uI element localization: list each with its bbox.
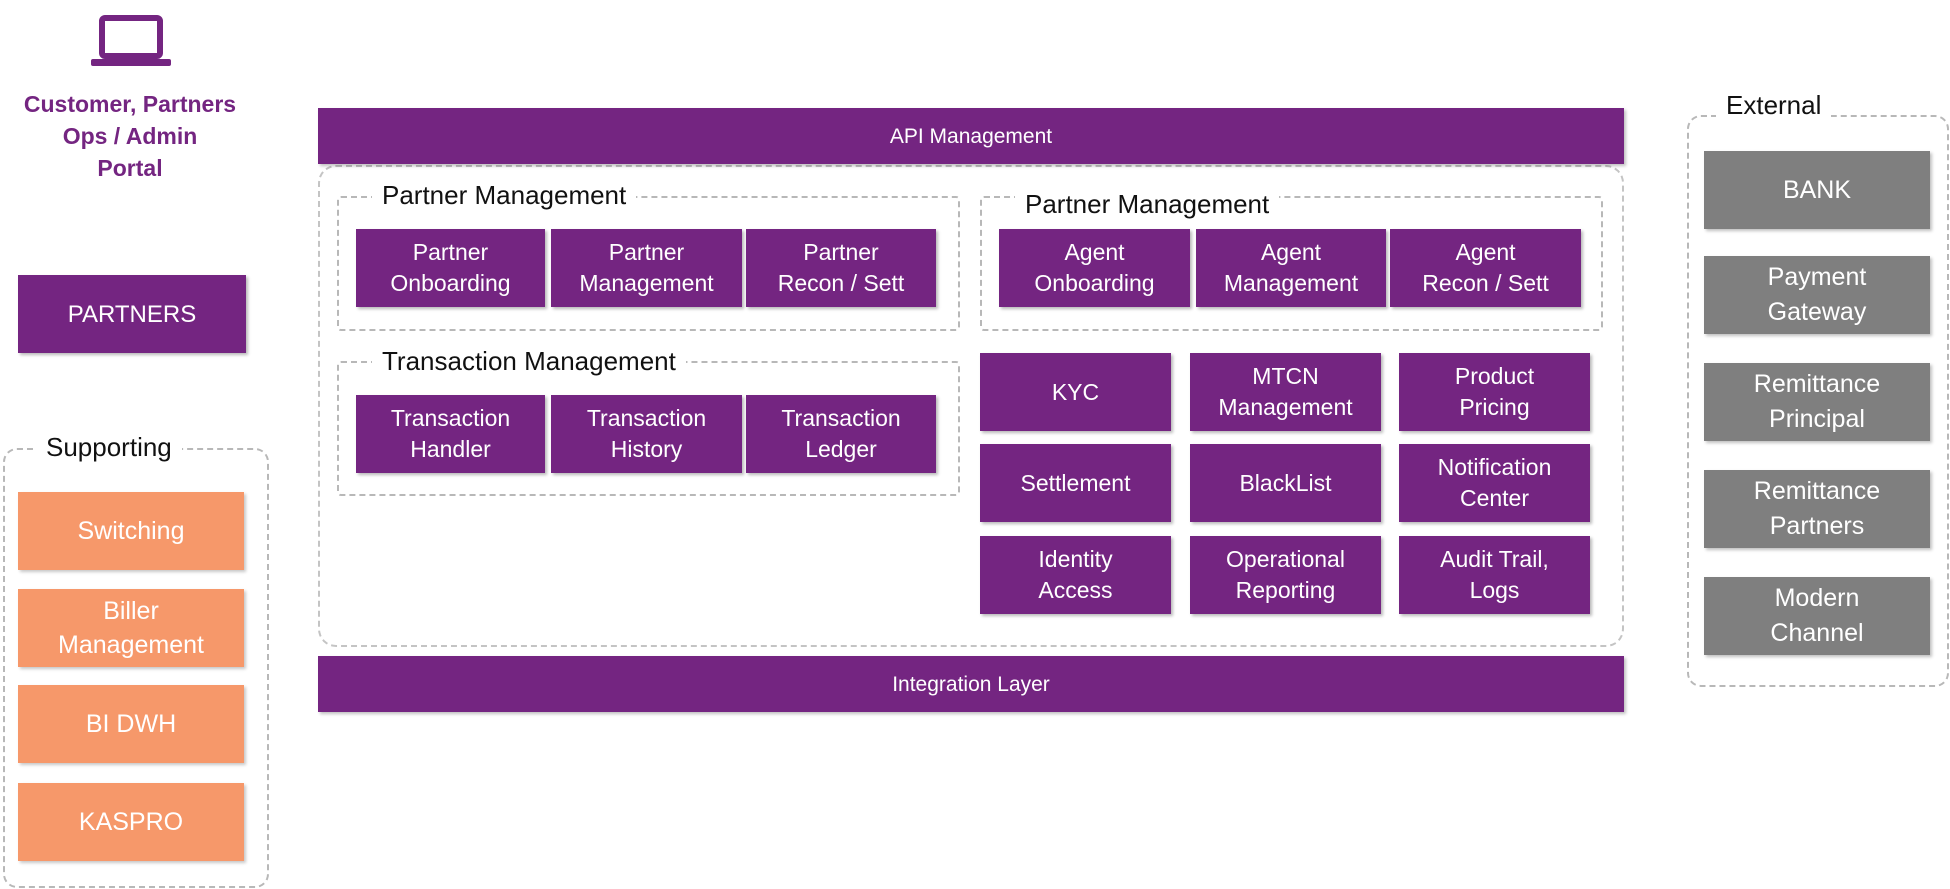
operational-reporting-box: Operational Reporting (1190, 536, 1381, 614)
audit-trail-logs-box: Audit Trail, Logs (1399, 536, 1590, 614)
supporting-item-biller-management: Biller Management (18, 589, 244, 667)
external-item-bank: BANK (1704, 151, 1930, 229)
laptop-icon (91, 15, 171, 66)
partners-box: PARTNERS (18, 275, 246, 353)
core-platform-container (318, 165, 1624, 647)
partner-management-box: Partner Management (551, 229, 742, 307)
external-item-remittance-partners: Remittance Partners (1704, 470, 1930, 548)
agent-onboarding-box: Agent Onboarding (999, 229, 1190, 307)
api-management-bar: API Management (318, 108, 1624, 164)
transaction-handler-box: Transaction Handler (356, 395, 545, 473)
supporting-item-bi-dwh: BI DWH (18, 685, 244, 763)
transaction-ledger-box: Transaction Ledger (746, 395, 936, 473)
external-item-modern-channel: Modern Channel (1704, 577, 1930, 655)
identity-access-box: Identity Access (980, 536, 1171, 614)
transaction-management-title: Transaction Management (372, 344, 686, 378)
transaction-history-box: Transaction History (551, 395, 742, 473)
partner-management-title: Partner Management (372, 178, 637, 212)
notification-center-box: Notification Center (1399, 444, 1590, 522)
partner-recon-sett-box: Partner Recon / Sett (746, 229, 936, 307)
supporting-item-kaspro: KASPRO (18, 783, 244, 861)
product-pricing-box: Product Pricing (1399, 353, 1590, 431)
agent-management-title: Partner Management (1015, 187, 1280, 221)
portal-label: Customer, Partners Ops / Admin Portal (23, 91, 237, 181)
supporting-title: Supporting (36, 430, 182, 464)
agent-management-group (980, 196, 1603, 331)
integration-layer-bar: Integration Layer (318, 656, 1624, 712)
external-item-remittance-principal: Remittance Principal (1704, 363, 1930, 441)
external-title: External (1716, 88, 1832, 122)
mtcn-management-box: MTCN Management (1190, 353, 1381, 431)
supporting-item-switching: Switching (18, 492, 244, 570)
agent-management-box: Agent Management (1196, 229, 1386, 307)
partner-management-group (337, 196, 960, 331)
kyc-box: KYC (980, 353, 1171, 431)
blacklist-box: BlackList (1190, 444, 1381, 522)
external-item-payment-gateway: Payment Gateway (1704, 256, 1930, 334)
agent-recon-sett-box: Agent Recon / Sett (1390, 229, 1581, 307)
partner-onboarding-box: Partner Onboarding (356, 229, 545, 307)
settlement-box: Settlement (980, 444, 1171, 522)
